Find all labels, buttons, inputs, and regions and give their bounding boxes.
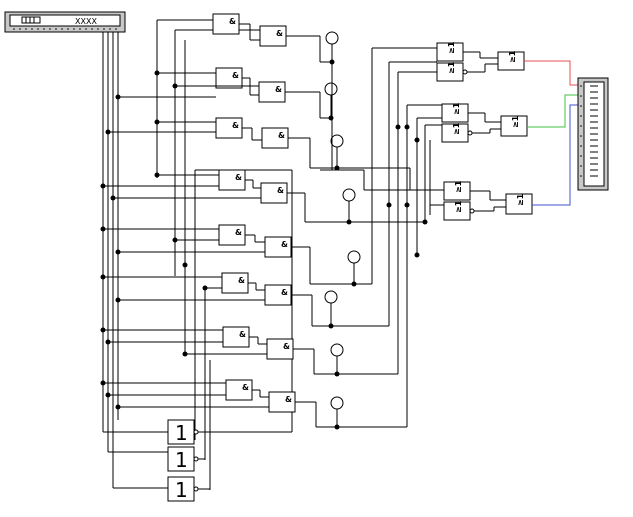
or-gate-group-2: ≥1 ≥1 ≥1 [441,102,528,143]
svg-text:1: 1 [175,478,188,502]
svg-text:≥1: ≥1 [447,61,456,74]
output-wires [524,60,578,206]
svg-text:1: 1 [175,448,188,472]
or-feed-buses [320,47,444,428]
svg-text:≥1: ≥1 [452,102,461,115]
svg-text:&: & [238,276,245,285]
or-gate-group-1: ≥1 ≥1 ≥1 [436,41,525,82]
and-row-6: & & [103,272,338,327]
svg-text:&: & [242,383,249,392]
svg-text:&: & [235,228,242,237]
and-row-5: & & [103,224,361,285]
svg-text:&: & [281,288,288,297]
not-gate-2: 1 [167,446,205,472]
input-switch-panel[interactable]: XXXX [4,11,126,33]
svg-text:&: & [285,395,292,404]
output-lamp [325,31,339,45]
svg-text:&: & [283,342,290,351]
svg-text:&: & [276,29,283,38]
svg-text:1: 1 [175,421,188,445]
output-lamp [324,290,338,304]
svg-text:≥1: ≥1 [511,115,520,128]
svg-text:&: & [232,71,239,80]
input-buses [102,32,168,489]
input-panel-label: XXXX [75,17,97,26]
svg-text:≥1: ≥1 [454,180,463,193]
svg-text:≥1: ≥1 [447,41,456,54]
svg-text:≥1: ≥1 [516,193,525,206]
not-gate-1: 1 [167,419,199,445]
svg-text:≥1: ≥1 [508,50,517,63]
output-display [577,77,609,191]
and-row-2: & & [118,67,338,119]
svg-text:&: & [239,330,246,339]
svg-text:&: & [232,121,239,130]
svg-text:&: & [229,17,236,26]
output-lamp [330,343,344,357]
svg-text:&: & [277,186,284,195]
and-row-7: & & [103,326,344,375]
and-row-8: & & [103,379,344,428]
junction-dots [100,59,428,430]
output-lamp [324,82,338,96]
or-gate-group-3: ≥1 ≥1 ≥1 [443,180,533,221]
and-row-4: & & [103,169,356,223]
output-lamp [330,134,344,148]
output-lamp [347,250,361,264]
and-row-3: & & [108,117,344,169]
svg-text:&: & [275,85,282,94]
and-row-1: & & [212,13,339,63]
svg-text:≥1: ≥1 [452,122,461,135]
svg-text:&: & [235,173,242,182]
svg-text:&: & [281,240,288,249]
output-lamp [342,188,356,202]
svg-text:&: & [278,131,285,140]
svg-text:≥1: ≥1 [454,200,463,213]
not-gate-3: 1 [167,476,210,502]
output-lamp [330,396,344,410]
